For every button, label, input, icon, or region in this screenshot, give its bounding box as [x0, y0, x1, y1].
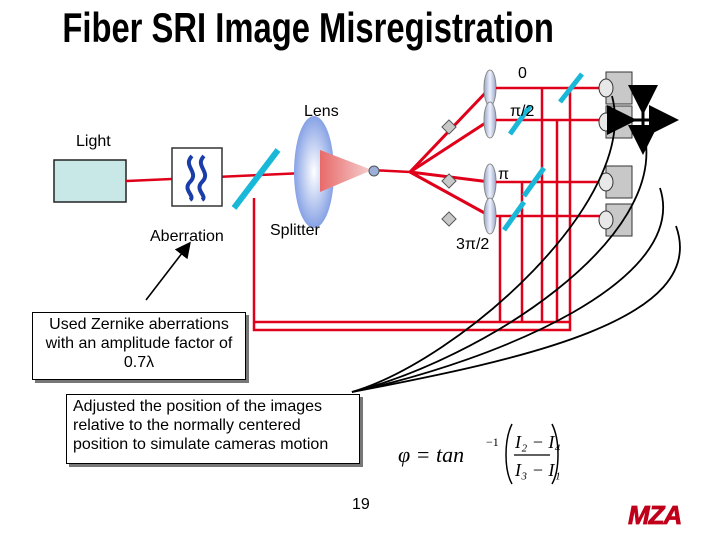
light-source-box: [53, 159, 127, 203]
focus-cone: [320, 150, 372, 192]
page-number: 19: [352, 496, 370, 513]
formula-exp: −1: [486, 435, 499, 449]
zernike-note-box: Used Zernike aberrations with an amplitu…: [32, 312, 246, 380]
label-aberration: Aberration: [150, 228, 224, 245]
camera-0: [598, 71, 633, 105]
fiber-input: [368, 165, 380, 177]
label-phase-pi: π: [498, 166, 510, 183]
mza-logo: MZA: [622, 500, 710, 530]
label-splitter: Splitter: [270, 222, 320, 239]
formula-numerator: I₂ − I₄: [514, 432, 561, 452]
formula-denominator: I₃ − I₁: [514, 460, 561, 480]
adjusted-note-box: Adjusted the position of the images rela…: [66, 394, 360, 464]
lens: [294, 116, 334, 228]
reference-beam: [252, 88, 572, 332]
label-phase-0: 0: [518, 65, 527, 82]
aberration-plate: [171, 147, 223, 207]
label-phase-3pi2: 3π/2: [456, 236, 490, 253]
motion-arrows-icon: [607, 85, 679, 155]
label-light: Light: [76, 133, 111, 150]
aberration-wave-icon: [185, 154, 196, 202]
label-phase-pi2: π/2: [510, 103, 535, 120]
formula-lhs: φ = tan: [398, 442, 464, 467]
camera-3pi2: [598, 203, 633, 237]
logo-text: MZA: [628, 500, 681, 530]
label-lens: Lens: [304, 103, 339, 120]
beam-splitter: [231, 148, 281, 210]
camera-pi: [598, 165, 633, 199]
slide-title: Fiber SRI Image Misregistration: [62, 4, 554, 51]
phase-formula: φ = tan −1 I₂ − I₄ I₃ − I₁: [398, 423, 561, 485]
